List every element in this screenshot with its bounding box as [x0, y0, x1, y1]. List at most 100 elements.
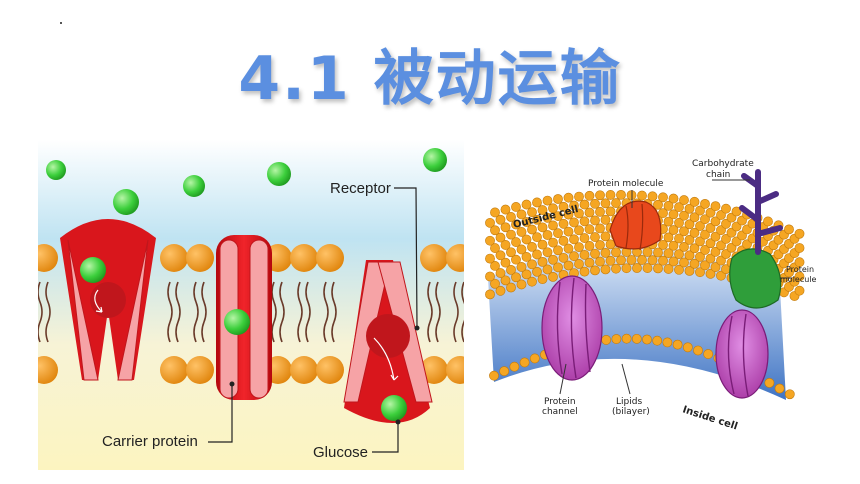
membrane-head: [521, 252, 532, 262]
membrane-head: [516, 262, 527, 272]
membrane-head: [605, 190, 616, 200]
glucose-molecule: [46, 160, 66, 180]
membrane-head: [689, 212, 700, 223]
membrane-head: [710, 231, 721, 242]
membrane-head: [584, 257, 595, 268]
membrane-head: [527, 241, 537, 252]
lipids-label: Lipids(bilayer): [612, 397, 650, 417]
glucose-molecule: [423, 148, 447, 172]
membrane-head: [700, 214, 710, 225]
membrane-head: [519, 357, 530, 368]
glucose-molecule: [183, 175, 205, 197]
glucose-molecule: [80, 257, 106, 283]
page-title: 4.1 被动运输: [238, 44, 622, 114]
protein-channel-left: [541, 275, 603, 381]
membrane-head: [563, 243, 574, 254]
membrane-head: [485, 253, 495, 264]
membrane-head: [705, 253, 716, 264]
membrane-head: [579, 233, 590, 243]
membrane-head: [642, 334, 652, 345]
membrane-head: [495, 285, 506, 296]
membrane-head: [668, 225, 679, 235]
membrane-head: [695, 236, 705, 247]
membrane-head: [485, 235, 495, 246]
membrane-head: [521, 199, 532, 210]
membrane-head: [674, 202, 684, 213]
membrane-head: [563, 209, 574, 220]
membrane-head: [794, 228, 805, 239]
membrane-head: [700, 229, 710, 240]
membrane-head: [495, 232, 506, 243]
carrier-protein-open-outside: [60, 219, 156, 381]
membrane-head: [595, 223, 605, 234]
membrane-head: [553, 228, 563, 239]
membrane-head: [693, 345, 703, 356]
membrane-head: [529, 353, 540, 364]
membrane-head: [500, 240, 511, 250]
membrane-head: [527, 276, 537, 287]
membrane-head: [663, 248, 674, 259]
membrane-head: [506, 282, 516, 293]
membrane-head: [537, 239, 548, 250]
membrane-head: [689, 243, 700, 254]
membrane-head: [647, 191, 658, 202]
membrane-head: [611, 198, 621, 208]
membrane-head: [774, 383, 785, 394]
membrane-head: [784, 224, 794, 235]
membrane-head: [600, 247, 611, 258]
phospholipid-head: [38, 244, 58, 272]
protein-molecule-top-label: Protein molecule: [588, 179, 664, 189]
membrane-head: [710, 262, 721, 272]
inside-cell-label: Inside cell: [681, 404, 739, 432]
membrane-head: [731, 206, 742, 217]
phospholipid-heads-inner: [38, 356, 464, 384]
membrane-head: [574, 208, 584, 219]
membrane-head: [682, 342, 693, 353]
membrane-head: [658, 192, 668, 203]
membrane-head: [663, 264, 674, 274]
membrane-head: [684, 234, 695, 245]
membrane-head: [489, 370, 499, 381]
phospholipid-head: [186, 356, 214, 384]
membrane-head: [595, 240, 605, 250]
membrane-head: [548, 254, 558, 265]
membrane-head: [674, 249, 684, 260]
membrane-head: [716, 240, 726, 251]
membrane-head: [590, 198, 600, 209]
membrane-head: [584, 224, 595, 235]
membrane-head: [532, 197, 542, 208]
membrane-head: [511, 272, 521, 283]
membrane-head: [721, 234, 731, 244]
phospholipid-head: [446, 356, 464, 384]
membrane-head: [668, 209, 679, 220]
membrane-head: [521, 217, 532, 227]
membrane-head: [710, 216, 721, 227]
membrane-head: [516, 227, 527, 237]
membrane-head: [672, 339, 683, 350]
membrane-head: [563, 226, 574, 237]
membrane-head: [542, 212, 553, 223]
membrane-head: [584, 207, 595, 218]
membrane-head: [705, 238, 716, 249]
lipid-tail: [453, 281, 464, 343]
membrane-head: [764, 377, 775, 388]
phospholipid-head: [316, 244, 344, 272]
membrane-head: [500, 222, 511, 233]
membrane-head: [668, 240, 679, 251]
membrane-head: [511, 202, 521, 212]
lipid-tail: [38, 281, 51, 343]
membrane-head: [695, 267, 705, 278]
membrane-head: [553, 194, 563, 204]
phospholipid-head: [316, 356, 344, 384]
membrane-head: [537, 222, 548, 233]
membrane-head: [527, 207, 537, 218]
membrane-head: [658, 255, 668, 266]
membrane-head: [537, 205, 548, 215]
membrane-head: [794, 285, 805, 296]
membrane-head: [674, 217, 684, 228]
membrane-head: [710, 201, 721, 212]
membrane-head: [516, 279, 527, 290]
membrane-head: [689, 258, 700, 269]
membrane-head: [485, 217, 495, 228]
membrane-head: [569, 217, 579, 228]
